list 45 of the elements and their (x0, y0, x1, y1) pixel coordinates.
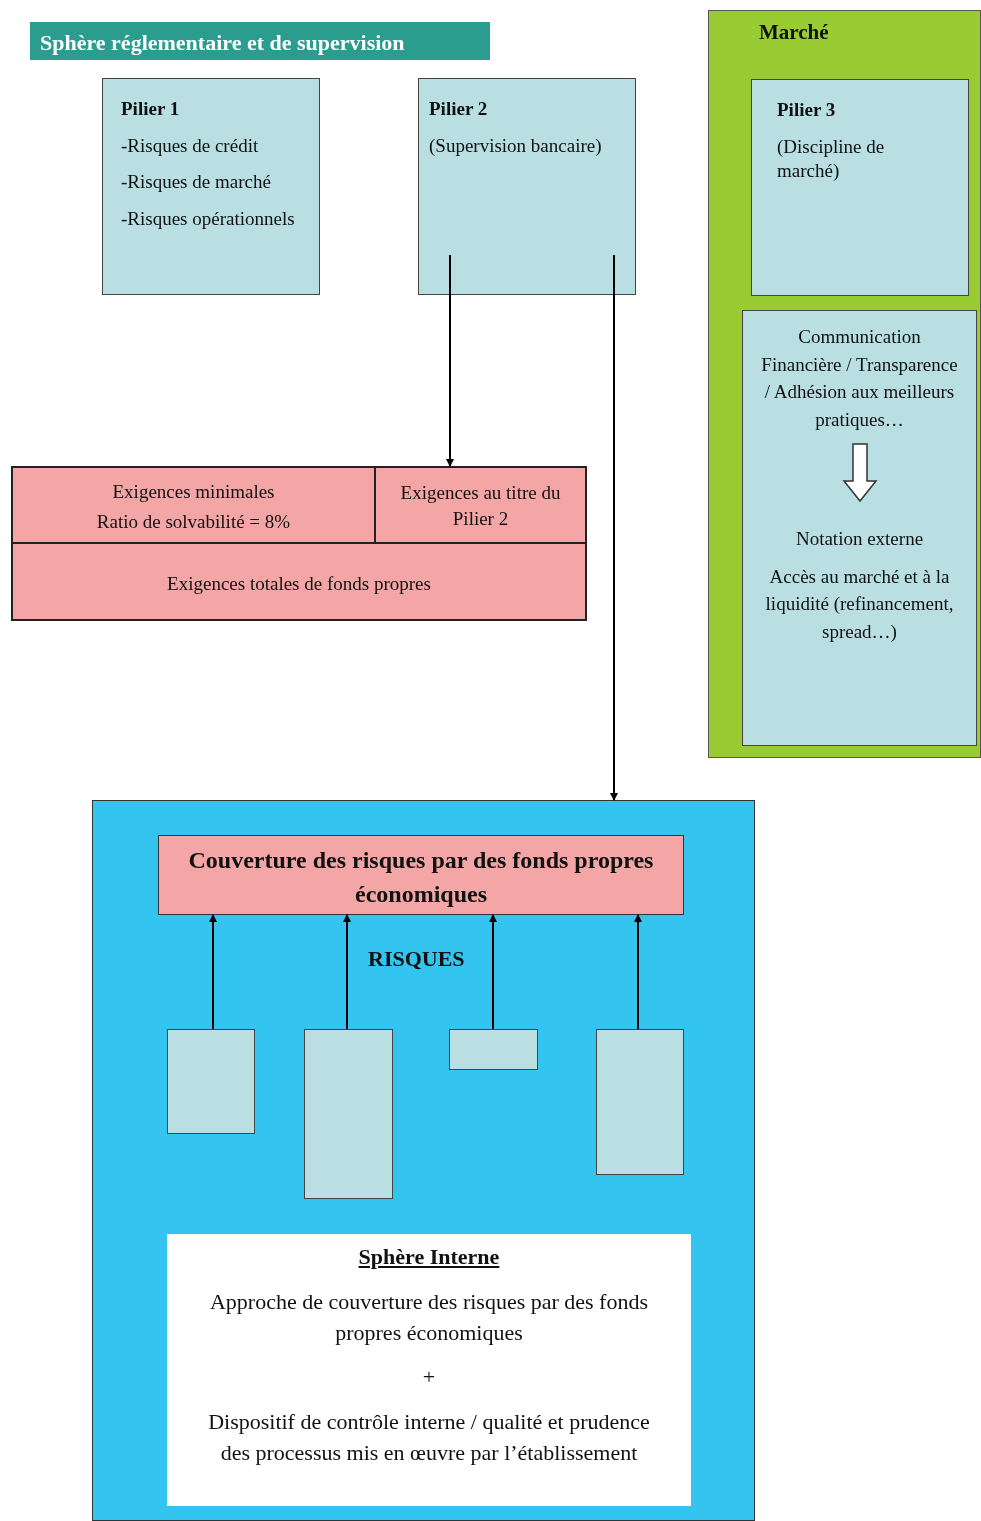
body-text: (Discipline de marché) (777, 134, 886, 184)
body-text: Notation externe (794, 527, 925, 552)
risk-box (449, 1029, 538, 1070)
table-cell (374, 466, 587, 544)
pillar-box (751, 79, 969, 296)
body-text: Exigences totales de fonds propres (166, 572, 432, 596)
body-text: + (421, 1363, 437, 1392)
body-text: -Risques de marché (121, 170, 272, 195)
heading: Pilier 1 (121, 97, 181, 121)
arrow (209, 914, 217, 1030)
arrow (446, 254, 454, 467)
heading: Pilier 3 (777, 98, 837, 122)
heading: Pilier 2 (429, 97, 489, 121)
heading: Couverture des risques par des fonds propres économiques (187, 846, 655, 909)
body-text: Approche de couverture des risques par des fonds propres économiques (209, 1287, 649, 1347)
risk-box (304, 1029, 393, 1199)
arrow (610, 254, 618, 801)
pillar-box (102, 78, 320, 295)
coverage-box (158, 835, 684, 915)
heading: Marché (759, 19, 830, 46)
internal-panel (92, 800, 755, 1521)
info-box (742, 310, 977, 746)
body-text: (Supervision bancaire) (429, 133, 603, 158)
body-text: Dispositif de contrôle interne / qualité et prudence des processus mis en œuvre par l’établissement (207, 1408, 651, 1467)
heading: Sphère Interne (357, 1243, 501, 1271)
body-text: Exigences au titre du Pilier 2 (399, 481, 562, 531)
arrow (489, 914, 497, 1030)
body-text: -Risques opérationnels (121, 207, 296, 232)
body-text: Ratio de solvabilité = 8% (95, 509, 292, 534)
table-cell (11, 542, 587, 621)
arrow (343, 914, 351, 1030)
table-cell (11, 466, 376, 544)
section-label: RISQUES (368, 946, 465, 972)
body-text: -Risques de crédit (121, 133, 260, 158)
pillar-box (418, 78, 636, 295)
risk-box (596, 1029, 684, 1175)
risk-box (167, 1029, 255, 1134)
arrow (634, 914, 642, 1030)
body-text: Exigences minimales (111, 480, 276, 504)
market-panel (708, 10, 981, 758)
body-text: Accès au marché et à la liquidité (refinancement, spread…) (764, 564, 955, 644)
heading: Sphère réglementaire et de supervision (40, 29, 406, 57)
body-text: Communication Financière / Transparence / Adhésion aux meilleurs pratiques… (760, 325, 959, 432)
title-band (30, 22, 490, 60)
text-panel (167, 1234, 691, 1506)
